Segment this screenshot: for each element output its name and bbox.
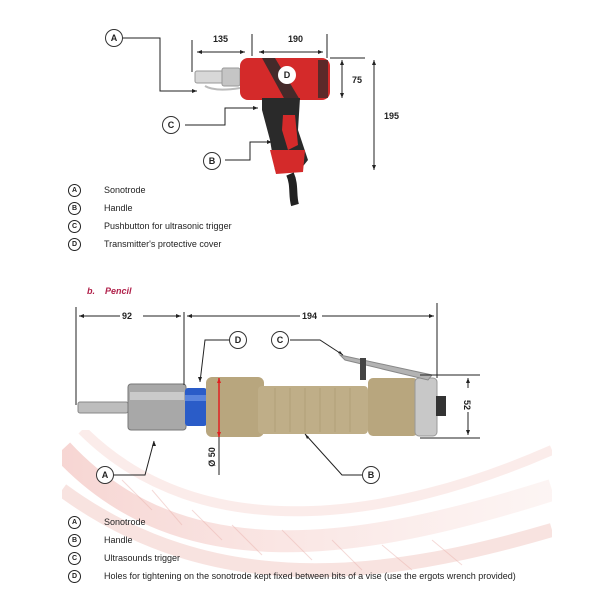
- legend-text: Handle: [104, 535, 133, 545]
- gun-legend-item: D Transmitter's protective cover: [68, 235, 232, 253]
- section-title-text: Pencil: [105, 286, 132, 296]
- pencil-legend-item: C Ultrasounds trigger: [68, 549, 516, 567]
- gun-callout-b: B: [203, 152, 221, 170]
- legend-text: Sonotrode: [104, 185, 146, 195]
- legend-mark-d: D: [68, 237, 81, 251]
- pencil-callout-c: C: [271, 331, 289, 349]
- dimension-pencil-diameter: Ø 50: [206, 447, 217, 467]
- legend-mark-a: A: [68, 515, 81, 529]
- legend-text: Sonotrode: [104, 517, 146, 527]
- dimension-sonotrode-length: 92: [122, 311, 133, 321]
- pencil-callout-a: A: [96, 466, 114, 484]
- gun-legend-item: C Pushbutton for ultrasonic trigger: [68, 217, 232, 235]
- legend-mark-a: A: [68, 183, 81, 197]
- section-number: b.: [87, 286, 95, 296]
- dimension-total-height: 195: [384, 111, 400, 121]
- pencil-legend-item: D Holes for tightening on the sonotrode …: [68, 567, 516, 585]
- dimension-pencil-body-length: 194: [302, 311, 318, 321]
- gun-callout-d: D: [278, 66, 296, 84]
- legend-mark-b: B: [68, 533, 81, 547]
- legend-text: Pushbutton for ultrasonic trigger: [104, 221, 232, 231]
- gun-legend-item: A Sonotrode: [68, 181, 232, 199]
- pencil-legend: A Sonotrode B Handle C Ultrasounds trigg…: [68, 513, 516, 585]
- legend-mark-d: D: [68, 569, 81, 583]
- dimension-head-height: 75: [352, 75, 363, 85]
- legend-mark-c: C: [68, 551, 81, 565]
- gun-legend: A Sonotrode B Handle C Pushbutton for ul…: [68, 181, 232, 253]
- pencil-legend-item: B Handle: [68, 531, 516, 549]
- dimension-nose-length: 135: [213, 34, 229, 44]
- pencil-legend-item: A Sonotrode: [68, 513, 516, 531]
- legend-mark-b: B: [68, 201, 81, 215]
- section-title-pencil: b. Pencil: [87, 286, 132, 296]
- legend-text: Ultrasounds trigger: [104, 553, 181, 563]
- legend-text: Handle: [104, 203, 133, 213]
- pencil-callout-d: D: [229, 331, 247, 349]
- legend-text: Transmitter's protective cover: [104, 239, 222, 249]
- legend-text: Holes for tightening on the sonotrode ke…: [104, 571, 516, 581]
- legend-mark-c: C: [68, 219, 81, 233]
- dimension-body-length: 190: [288, 34, 304, 44]
- gun-legend-item: B Handle: [68, 199, 232, 217]
- gun-callout-a: A: [105, 29, 123, 47]
- pencil-callout-b: B: [362, 466, 380, 484]
- gun-callout-c: C: [162, 116, 180, 134]
- dimension-pencil-height: 52: [462, 399, 473, 411]
- background-swirl-decoration: [62, 430, 552, 600]
